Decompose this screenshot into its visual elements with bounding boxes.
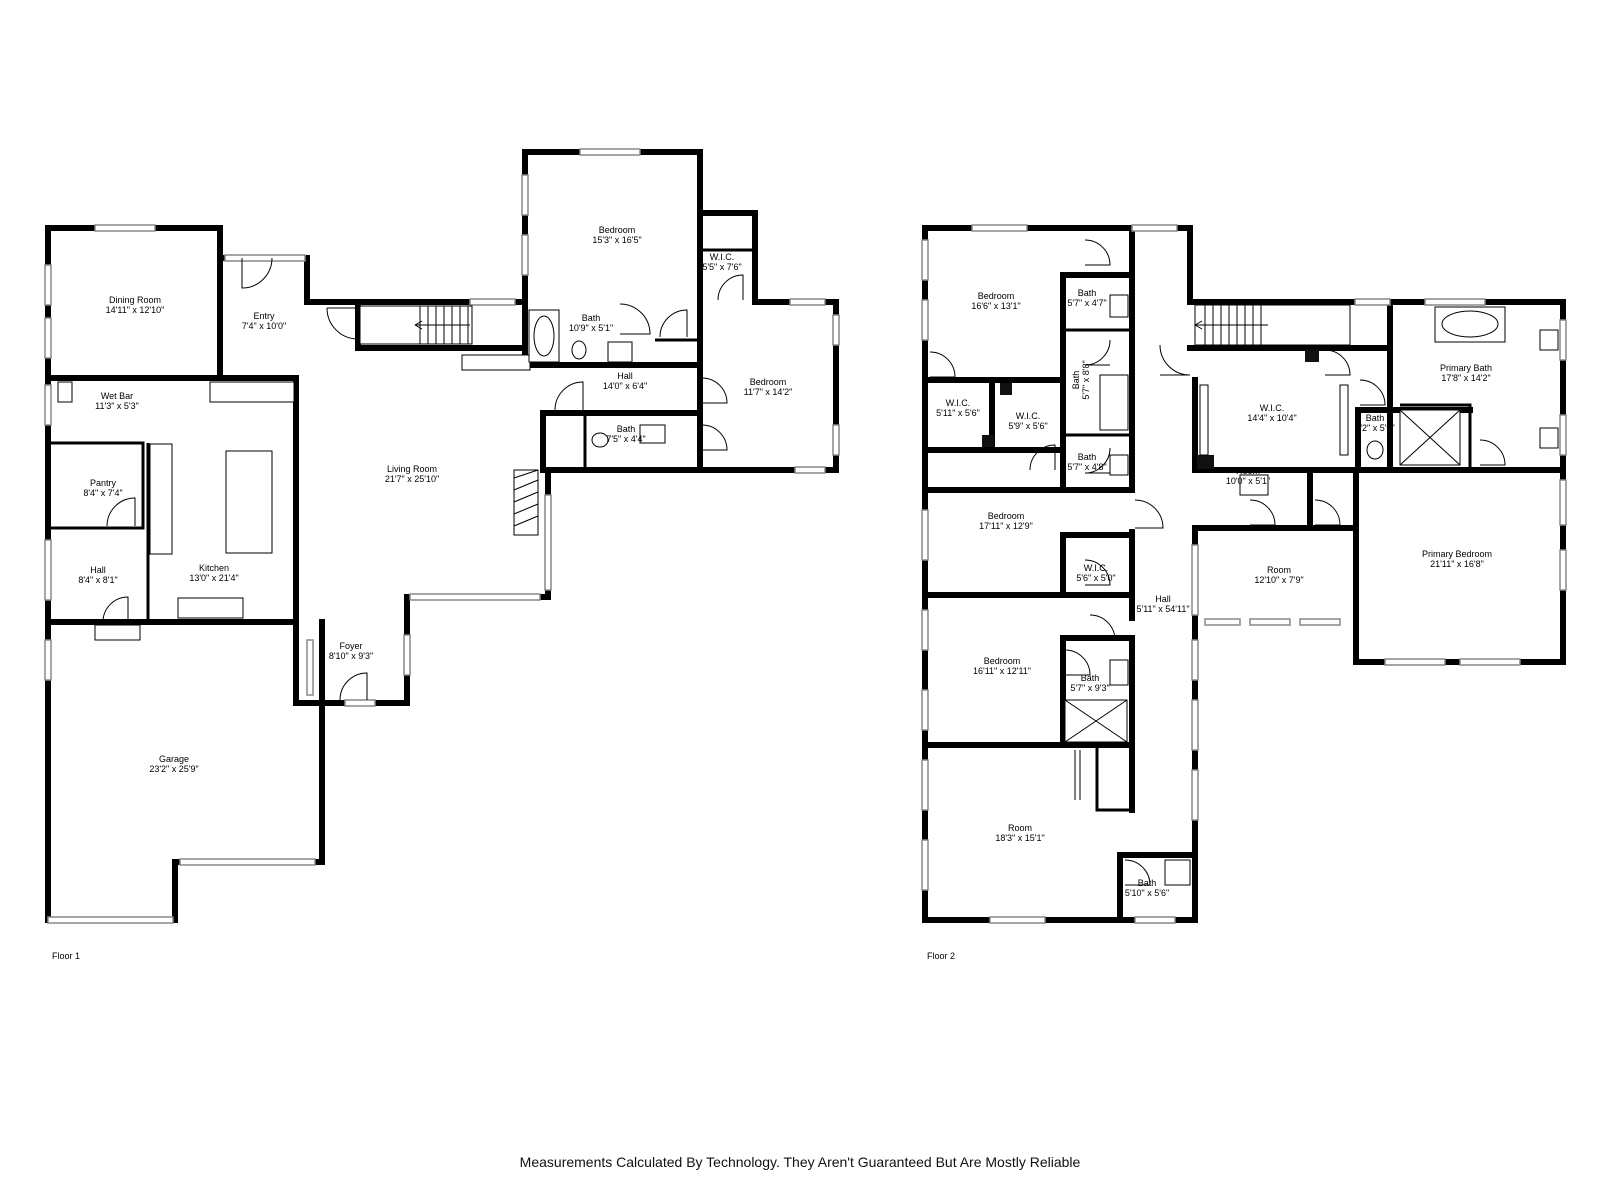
f1-room-name: Bedroom xyxy=(750,377,787,387)
f1-room-dims: 8'4" x 7'4" xyxy=(83,488,122,498)
f1-room-dims: 10'9" x 5'1" xyxy=(569,323,613,333)
f2-room-dims: 5'7" x 4'8" xyxy=(1067,462,1106,472)
f2-room-name: Bath xyxy=(1071,371,1081,390)
f2-room-name: W.I.C. xyxy=(1260,403,1285,413)
floor-1-plan: Dining Room 14'11" x 12'10" Entry 7'4" x… xyxy=(44,148,840,961)
f1-room-name: Bath xyxy=(617,424,636,434)
f2-room-dims: 14'4" x 10'4" xyxy=(1247,413,1296,423)
f1-room-name: Dining Room xyxy=(109,295,161,305)
f1-room-dims: 8'4" x 8'1" xyxy=(78,575,117,585)
f2-room-dims: 17'11" x 12'9" xyxy=(979,521,1033,531)
f1-room-dims: 15'3" x 16'5" xyxy=(592,235,641,245)
f2-room-name: Room xyxy=(1236,466,1260,476)
floor-1-label: Floor 1 xyxy=(52,951,80,961)
f2-room-dims: 21'11" x 16'8" xyxy=(1430,559,1484,569)
f2-room-name: Hall xyxy=(1155,594,1171,604)
f2-room-dims: 5'2" x 5'0" xyxy=(1355,423,1394,433)
f1-room-dims: 5'5" x 7'6" xyxy=(702,262,741,272)
f2-room-name: Bath xyxy=(1138,878,1157,888)
floor-2-label: Floor 2 xyxy=(927,951,955,961)
f2-room-dims: 12'10" x 7'9" xyxy=(1254,575,1303,585)
f2-room-name: W.I.C. xyxy=(1016,411,1041,421)
f1-room-name: Kitchen xyxy=(199,563,229,573)
f1-room-name: Garage xyxy=(159,754,189,764)
f2-room-name: Primary Bath xyxy=(1440,363,1492,373)
f1-room-dims: 11'7" x 14'2" xyxy=(744,387,793,397)
f2-room-dims: 17'8" x 14'2" xyxy=(1441,373,1490,383)
f1-room-name: W.I.C. xyxy=(710,252,735,262)
f1-room-name: Hall xyxy=(90,565,106,575)
f1-room-dims: 14'11" x 12'10" xyxy=(106,305,165,315)
f2-room-name: Bath xyxy=(1366,413,1385,423)
f2-room-dims: 5'7" x 4'7" xyxy=(1067,298,1106,308)
f1-room-name: Bath xyxy=(582,313,601,323)
f2-room-dims: 5'9" x 5'6" xyxy=(1008,421,1047,431)
f2-room-name: Bedroom xyxy=(984,656,1021,666)
floor-2-plan: Bedroom 16'6" x 13'1" Bath 5'7" x 4'7" B… xyxy=(921,224,1567,961)
f1-room-dims: 23'2" x 25'9" xyxy=(149,764,198,774)
f2-room-name: W.I.C. xyxy=(946,398,971,408)
f1-room-dims: 21'7" x 25'10" xyxy=(385,474,439,484)
f1-room-dims: 7'4" x 10'0" xyxy=(242,321,286,331)
f2-room-name: Bath xyxy=(1078,288,1097,298)
f2-room-name: Primary Bedroom xyxy=(1422,549,1492,559)
f1-room-dims: 14'0" x 6'4" xyxy=(603,381,647,391)
f2-room-dims: 5'11" x 5'6" xyxy=(936,408,980,418)
f1-room-dims: 11'3" x 5'3" xyxy=(95,401,139,411)
f2-room-name: Bedroom xyxy=(988,511,1025,521)
floor-1-room-labels: Dining Room 14'11" x 12'10" Entry 7'4" x… xyxy=(78,225,792,774)
f1-room-name: Foyer xyxy=(339,641,362,651)
f2-room-name: Bedroom xyxy=(978,291,1015,301)
f2-room-dims: 5'7" x 9'3" xyxy=(1070,683,1109,693)
f1-room-name: Hall xyxy=(617,371,633,381)
floor-2-room-labels: Bedroom 16'6" x 13'1" Bath 5'7" x 4'7" B… xyxy=(936,288,1492,898)
f2-room-dims: 5'11" x 54'11" xyxy=(1136,604,1189,614)
f2-room-dims: 18'3" x 15'1" xyxy=(995,833,1044,843)
f2-room-dims: 5'7" x 8'8" xyxy=(1081,360,1091,399)
f1-room-name: Wet Bar xyxy=(101,391,133,401)
f2-room-dims: 5'6" x 5'0" xyxy=(1076,573,1115,583)
f1-room-dims: 7'5" x 4'4" xyxy=(606,434,645,444)
f2-room-dims: 16'11" x 12'11" xyxy=(973,666,1031,676)
f2-room-name: W.I.C. xyxy=(1084,563,1109,573)
f1-room-name: Living Room xyxy=(387,464,437,474)
f2-room-name: Bath xyxy=(1081,673,1100,683)
f1-room-name: Entry xyxy=(253,311,275,321)
f1-room-dims: 8'10" x 9'3" xyxy=(329,651,373,661)
f2-room-name: Room xyxy=(1267,565,1291,575)
f1-room-name: Bedroom xyxy=(599,225,636,235)
f1-room-dims: 13'0" x 21'4" xyxy=(189,573,238,583)
f2-room-dims: 5'10" x 5'6" xyxy=(1125,888,1169,898)
measurement-disclaimer: Measurements Calculated By Technology. T… xyxy=(519,1154,1081,1170)
f2-room-dims: 10'0" x 5'1" xyxy=(1226,476,1270,486)
f2-room-name: Room xyxy=(1008,823,1032,833)
f2-room-dims: 16'6" x 13'1" xyxy=(971,301,1020,311)
f2-room-name: Bath xyxy=(1078,452,1097,462)
f1-room-name: Pantry xyxy=(90,478,117,488)
